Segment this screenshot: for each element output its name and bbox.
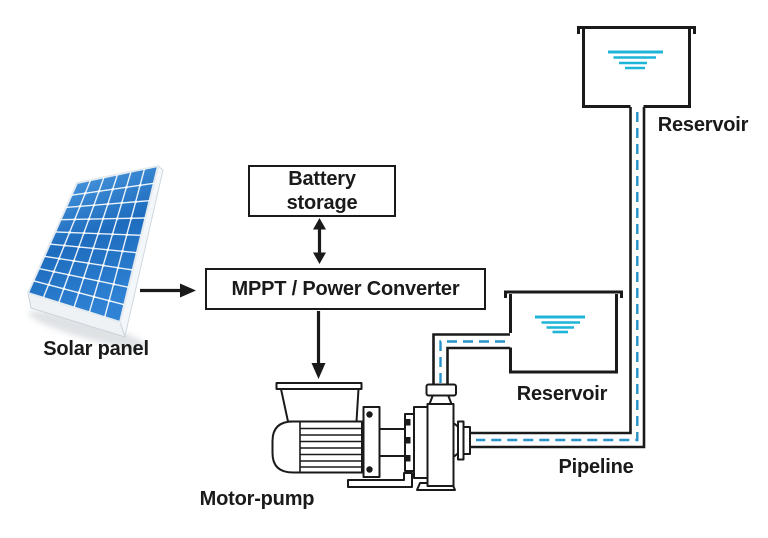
water-level-lower <box>535 315 585 334</box>
power-converter-box: MPPT / Power Converter <box>205 268 486 310</box>
motor-pump-label: Motor-pump <box>199 488 315 510</box>
battery-storage-label-line1: Battery <box>288 168 356 190</box>
panel-cell-dots <box>47 184 142 302</box>
battery-storage-label-line2: storage <box>286 192 358 214</box>
panel-shadow <box>28 310 148 350</box>
solar-panel-label: Solar panel <box>43 338 149 360</box>
pump-coupling-plate-b <box>413 406 429 479</box>
solar-panel-illustration <box>26 164 164 350</box>
reservoir-upper-label: Reservoir <box>657 114 749 136</box>
pipeline-flow-dashes <box>439 112 639 442</box>
pipeline-label: Pipeline <box>558 456 634 478</box>
motor-pump-illustration <box>271 382 471 491</box>
reservoir-lower-label: Reservoir <box>516 383 608 405</box>
reservoir-upper-tank <box>577 26 696 108</box>
pump-motor-flange <box>362 406 381 478</box>
pump-shaft-housing <box>378 428 409 457</box>
battery-storage-box: Battery storage <box>248 165 396 217</box>
pipeline-pipes <box>432 107 646 449</box>
converter-to-pump-arrow <box>311 311 326 379</box>
reservoir-lower-tank <box>504 290 623 374</box>
pump-volute <box>426 403 455 487</box>
battery-converter-double-arrow <box>313 218 326 264</box>
pump-motor-fins <box>299 421 362 473</box>
solar-to-converter-arrow <box>140 283 196 298</box>
water-level-upper <box>608 50 663 70</box>
pump-terminal-box <box>280 388 360 423</box>
pump-discharge-flange <box>425 383 457 397</box>
pump-outlet-flange-b <box>462 426 471 455</box>
power-converter-label: MPPT / Power Converter <box>231 278 460 300</box>
pump-base-bracket <box>347 472 413 488</box>
